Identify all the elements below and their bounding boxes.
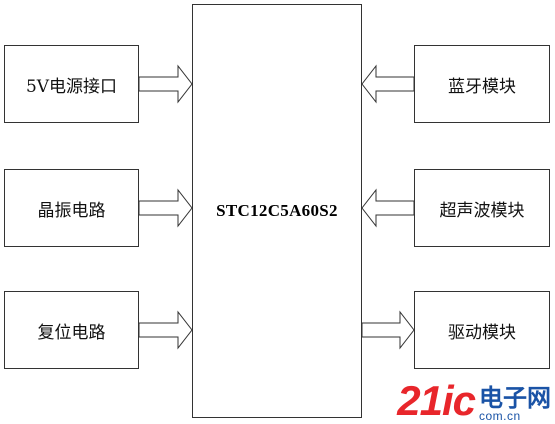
driver-module-label: 驱动模块	[448, 322, 516, 343]
ultrasonic-module-label: 超声波模块	[439, 200, 525, 221]
watermark-domain: com.cn	[479, 409, 521, 423]
crystal-oscillator-block: 晶振电路	[4, 169, 139, 247]
arrow-power-to-mcu	[138, 64, 193, 104]
power-interface-block: 5V电源接口	[4, 45, 139, 123]
watermark-number: 21ic	[397, 377, 476, 424]
bluetooth-module-label: 蓝牙模块	[448, 76, 516, 97]
arrow-crystal-to-mcu	[138, 188, 193, 228]
reset-circuit-label: 复位电路	[37, 322, 106, 343]
reset-circuit-block: 复位电路	[4, 291, 139, 369]
arrow-bluetooth-to-mcu	[361, 64, 415, 104]
site-watermark-logo: 21ic 电子网 com.cn	[397, 376, 551, 424]
crystal-oscillator-label: 晶振电路	[37, 200, 106, 221]
bluetooth-module-block: 蓝牙模块	[414, 45, 550, 123]
arrow-mcu-to-driver	[361, 310, 415, 350]
ultrasonic-module-block: 超声波模块	[414, 169, 550, 247]
mcu-label: STC12C5A60S2	[216, 201, 338, 220]
watermark-chinese: 电子网	[479, 384, 551, 412]
driver-module-block: 驱动模块	[414, 291, 550, 369]
mcu-block: STC12C5A60S2	[192, 4, 362, 418]
arrow-ultrasonic-to-mcu	[361, 188, 415, 228]
arrow-reset-to-mcu	[138, 310, 193, 350]
power-interface-label: 5V电源接口	[25, 76, 118, 97]
